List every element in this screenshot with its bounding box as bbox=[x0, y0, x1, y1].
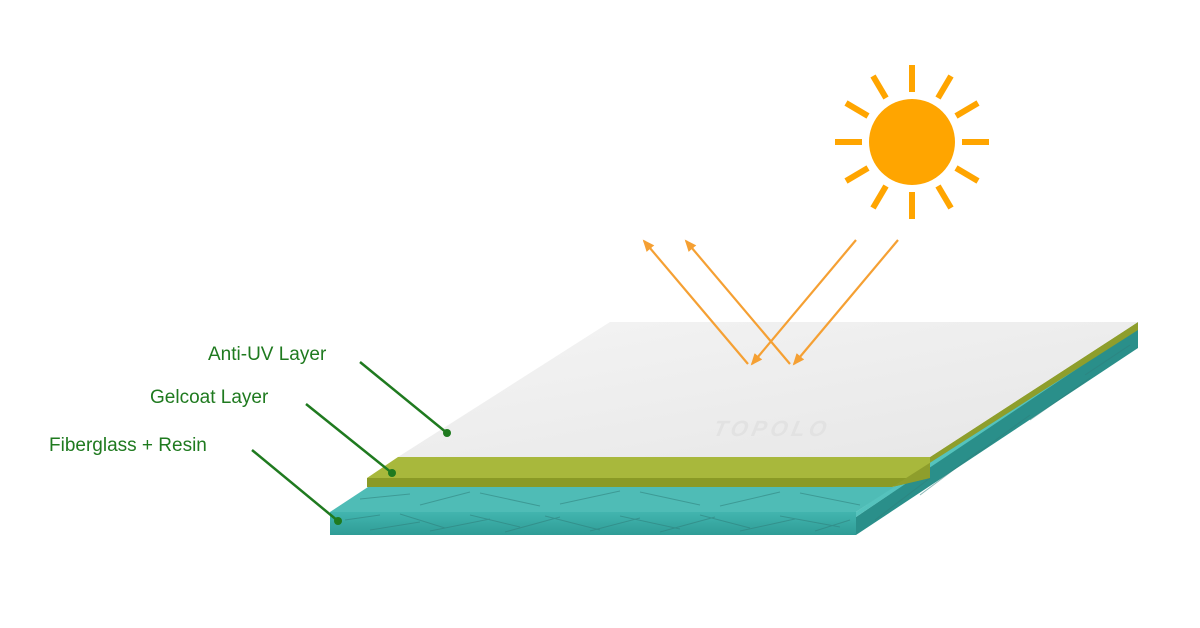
anti-uv-layer: TOPOLO bbox=[398, 322, 1138, 457]
anti-uv-dot bbox=[443, 429, 451, 437]
leader-gelcoat bbox=[305, 403, 393, 474]
leader-lines bbox=[251, 361, 448, 522]
gelcoat-dot bbox=[388, 469, 396, 477]
gelcoat-layer bbox=[367, 322, 1138, 487]
leader-anti-uv bbox=[359, 361, 448, 434]
fiberglass-layer bbox=[330, 322, 1138, 535]
anti-uv-label: Anti-UV Layer bbox=[208, 344, 327, 365]
incident-ray-1 bbox=[750, 239, 857, 366]
gelcoat-label: Gelcoat Layer bbox=[150, 387, 269, 408]
incident-ray-2 bbox=[792, 239, 899, 366]
fiberglass-dot bbox=[334, 517, 342, 525]
watermark-text: TOPOLO bbox=[711, 416, 833, 441]
fiberglass-label: Fiberglass + Resin bbox=[49, 435, 207, 456]
reflected-ray-2 bbox=[684, 239, 791, 365]
sun-icon bbox=[835, 65, 989, 219]
light-rays bbox=[642, 239, 899, 366]
reflected-ray-1 bbox=[642, 239, 749, 365]
leader-fiberglass bbox=[251, 449, 339, 522]
